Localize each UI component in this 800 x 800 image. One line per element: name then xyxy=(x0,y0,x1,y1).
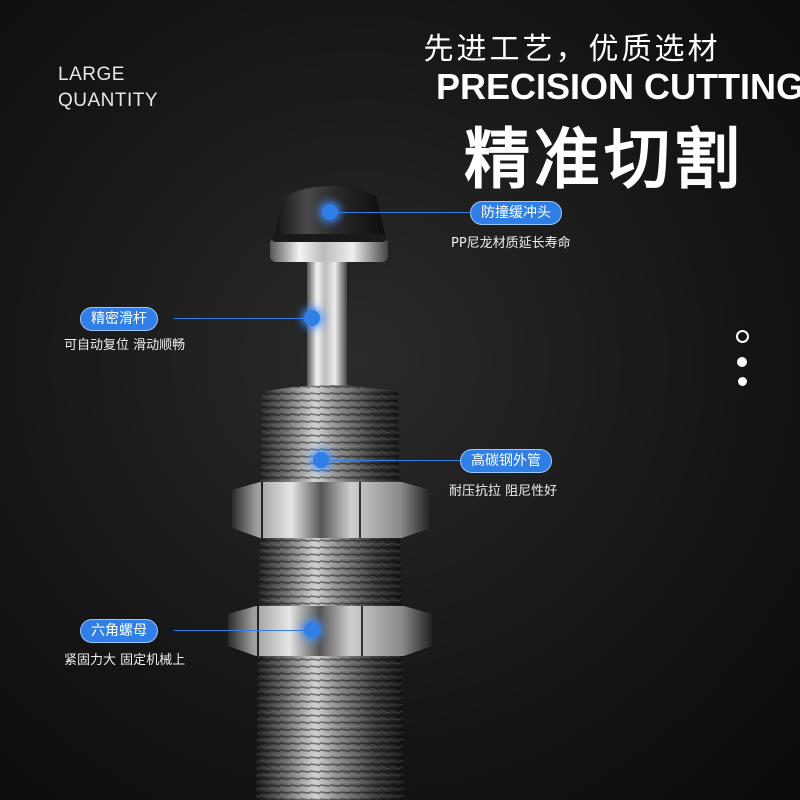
callout-label-bumper: 防撞缓冲头 xyxy=(470,201,562,225)
pager-dot-3[interactable] xyxy=(737,377,747,386)
pager-dot-1[interactable] xyxy=(736,330,749,343)
large-quantity-label: LARGE QUANTITY xyxy=(58,62,158,114)
callout-line-rod xyxy=(174,318,306,319)
callout-label-rod: 精密滑杆 xyxy=(80,307,158,331)
subtitle: 先进工艺，优质选材 xyxy=(423,32,721,67)
callout-desc-rod: 可自动复位 滑动顺畅 xyxy=(64,338,186,353)
callout-dot-tube xyxy=(313,452,329,468)
chinese-title: 精准切割 xyxy=(464,121,744,198)
callout-desc-bumper: PP尼龙材质延长寿命 xyxy=(451,236,571,251)
corner-line-1: LARGE xyxy=(58,64,125,85)
callout-label-tube: 高碳钢外管 xyxy=(460,449,552,473)
callout-dot-rod xyxy=(304,310,320,326)
pager-dot-2[interactable] xyxy=(737,357,747,367)
corner-line-2: QUANTITY xyxy=(58,90,159,111)
callout-line-bumper xyxy=(338,212,470,213)
callout-desc-nut: 紧固力大 固定机械上 xyxy=(64,653,186,668)
callout-line-tube xyxy=(329,460,461,461)
callout-dot-nut xyxy=(304,622,320,638)
callout-desc-tube: 耐压抗拉 阻尼性好 xyxy=(449,484,558,499)
callout-line-nut xyxy=(174,630,306,631)
callout-dot-bumper xyxy=(322,204,338,220)
carousel-pager xyxy=(736,330,749,400)
callout-label-nut: 六角螺母 xyxy=(80,619,158,643)
english-title: PRECISION CUTTING xyxy=(436,66,800,107)
